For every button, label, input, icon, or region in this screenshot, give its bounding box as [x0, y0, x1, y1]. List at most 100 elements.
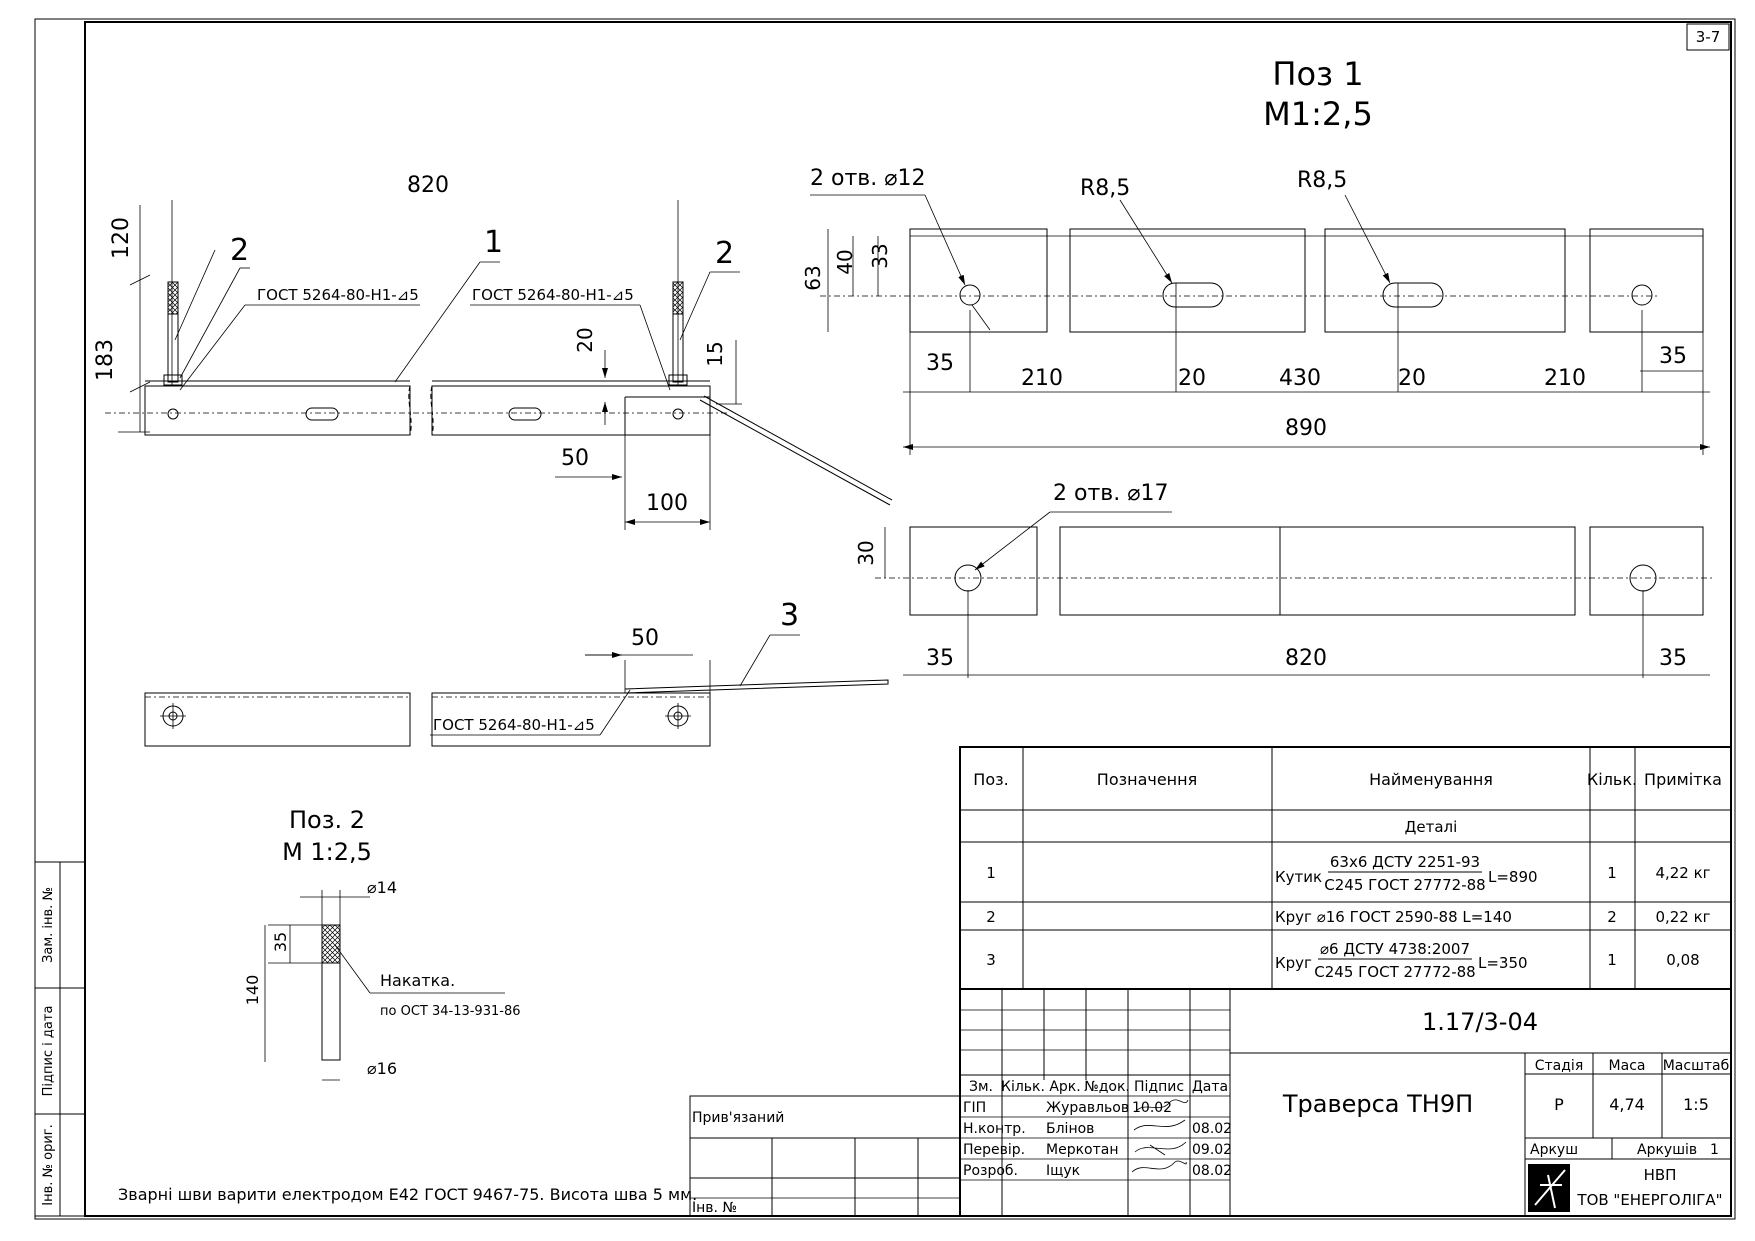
assembly-plan-view: 50 3 ГОСТ 5264-80-Н1-⊿5 — [144, 598, 889, 747]
pos1-dim-210-right: 210 — [1544, 366, 1586, 391]
tb-role-perevir: Перевір. — [963, 1142, 1025, 1158]
spec-row3-top: ⌀6 ДСТУ 4738:2007 — [1320, 940, 1470, 958]
pos2-dim-140: 140 — [243, 975, 262, 1006]
flange-holes-label: 2 отв. ⌀17 — [1053, 481, 1168, 506]
tb-mass: 4,74 — [1609, 1095, 1645, 1114]
pos1-detail: Поз 1 М1:2,5 63 40 33 2 отв. ⌀12 R8,5 R8… — [801, 55, 1710, 455]
tb-col-ndok: №док. — [1084, 1079, 1130, 1095]
doc-number: 1.17/3-04 — [1422, 1008, 1538, 1036]
tb-name-gip: Журавльов — [1046, 1100, 1129, 1116]
dim-50-bottom: 50 — [631, 626, 659, 651]
pos1-dim-890: 890 — [1285, 416, 1327, 441]
spec-row3-len: L=350 — [1478, 954, 1528, 972]
slot-right-label: R8,5 — [1297, 168, 1347, 193]
tb-role-nkontr: Н.контр. — [963, 1121, 1026, 1137]
pos1-dim-20-left: 20 — [1178, 366, 1206, 391]
company-line1: НВП — [1644, 1166, 1677, 1184]
spec-row3-note: 0,08 — [1666, 951, 1699, 969]
flange-dim-35-right: 35 — [1659, 646, 1687, 671]
spec-row3-kind: Круг — [1275, 954, 1312, 972]
tb-col-ark: Арк. — [1049, 1079, 1080, 1095]
tb-stage: Р — [1554, 1095, 1564, 1114]
spec-header-note: Примітка — [1644, 770, 1722, 789]
flange-dim-35-left: 35 — [926, 646, 954, 671]
pos1-dim-20-right: 20 — [1398, 366, 1426, 391]
pos1-flange-view: 30 2 отв. ⌀17 35 820 35 — [854, 481, 1715, 678]
spec-row3-bottom: С245 ГОСТ 27772-88 — [1314, 963, 1475, 981]
dim-40: 40 — [833, 249, 857, 274]
flange-dim-30: 30 — [854, 540, 878, 565]
tb-date-gip: 10.02 — [1132, 1100, 1172, 1116]
pos2-dia-top: ⌀14 — [367, 878, 397, 897]
tb-col-zm: Зм. — [969, 1079, 993, 1095]
spec-table: Поз. Позначення Найменування Кільк. Прим… — [959, 746, 1732, 990]
spec-row2-pos: 2 — [986, 908, 996, 926]
dim-20: 20 — [573, 327, 597, 352]
spec-row1-len: L=890 — [1488, 868, 1538, 886]
tb-name-nkontr: Блінов — [1046, 1121, 1094, 1137]
drawing-title: Траверса ТН9П — [1282, 1090, 1473, 1118]
inner-frame — [84, 21, 1732, 1217]
weld-right: ГОСТ 5264-80-Н1-⊿5 — [472, 286, 634, 304]
spec-row3-pos: 3 — [986, 951, 996, 969]
pidpys-data-label: Підпис і дата — [41, 1006, 56, 1097]
flange-dim-820: 820 — [1285, 646, 1327, 671]
pos2-title: Поз. 2 — [289, 806, 365, 834]
tb-sheets-value: 1 — [1710, 1142, 1719, 1158]
tb-role-gip: ГІП — [963, 1100, 986, 1116]
dim-50: 50 — [561, 446, 589, 471]
tb-stage-label: Стадія — [1535, 1058, 1584, 1074]
tb-col-pidpys: Підпис — [1134, 1079, 1184, 1095]
spec-header-qty: Кільк. — [1587, 770, 1637, 789]
tb-name-perevir: Меркотан — [1046, 1142, 1119, 1158]
knurl-label: Накатка. — [380, 971, 455, 990]
spec-row1-kind: Кутик — [1275, 868, 1322, 886]
signature-rozrob — [1131, 1160, 1187, 1173]
signature-perevir — [1134, 1141, 1187, 1156]
signature-gip — [1134, 1099, 1189, 1113]
pos1-scale: М1:2,5 — [1263, 95, 1373, 133]
dim-33: 33 — [868, 243, 892, 268]
zam-inv-label: Зам. інв. № — [41, 887, 56, 963]
side-strips: Зам. інв. № Підпис і дата Інв. № ориг. — [34, 861, 86, 1217]
outer-frame — [34, 18, 1736, 1220]
inv-orig-label: Інв. № ориг. — [41, 1124, 56, 1206]
tb-date-rozrob: 08.02 — [1192, 1163, 1232, 1179]
spec-header-pos: Поз. — [973, 770, 1008, 789]
weld-left: ГОСТ 5264-80-Н1-⊿5 — [257, 286, 419, 304]
spec-row2-qty: 2 — [1607, 908, 1617, 926]
spec-row1-pos: 1 — [986, 864, 996, 882]
spec-row1-note: 4,22 кг — [1655, 864, 1710, 882]
pos1-holes-label: 2 отв. ⌀12 — [810, 166, 925, 191]
title-block: Зм. Кільк. Арк. №док. Підпис Дата ГІП Жу… — [689, 988, 1732, 1217]
pos1-dim-430: 430 — [1279, 366, 1321, 391]
dim-100: 100 — [646, 491, 688, 516]
tb-col-kilk: Кільк. — [1001, 1079, 1045, 1095]
callout-pos2-left: 2 — [230, 233, 249, 268]
pos2-dim-35: 35 — [271, 932, 290, 952]
pos2-scale: М 1:2,5 — [282, 838, 372, 866]
dim-183: 183 — [93, 339, 118, 381]
spec-row2-name: Круг ⌀16 ГОСТ 2590-88 L=140 — [1275, 908, 1512, 926]
pos1-dim-35-right: 35 — [1659, 344, 1687, 369]
dim-120: 120 — [109, 217, 134, 259]
spec-row3-qty: 1 — [1607, 951, 1617, 969]
slot-left-label: R8,5 — [1080, 176, 1130, 201]
tb-mass-label: Маса — [1609, 1058, 1646, 1074]
spec-row1-bottom: С245 ГОСТ 27772-88 — [1324, 876, 1485, 894]
company-line2: ТОВ "ЕНЕРГОЛІГА" — [1576, 1191, 1722, 1209]
callout-pos1: 1 — [484, 225, 503, 260]
pos2-detail: Поз. 2 М 1:2,5 ⌀14 35 140 ⌀16 Накатка. п… — [243, 806, 520, 1081]
pos1-dim-35-left: 35 — [926, 351, 954, 376]
pos1-title: Поз 1 — [1272, 55, 1363, 93]
weld-bottom: ГОСТ 5264-80-Н1-⊿5 — [433, 716, 595, 734]
callout-pos2-right: 2 — [715, 236, 734, 271]
tb-name-rozrob: Іщук — [1046, 1163, 1080, 1179]
tb-role-rozrob: Розроб. — [963, 1163, 1018, 1179]
assembly-front-view: 820 120 183 20 15 50 100 2 1 2 — [93, 173, 893, 530]
privyazaniy-label: Прив'язаний — [692, 1110, 784, 1126]
spec-row1-qty: 1 — [1607, 864, 1617, 882]
tb-sheets-label: Аркушів — [1637, 1142, 1697, 1158]
dim-15: 15 — [703, 341, 727, 366]
